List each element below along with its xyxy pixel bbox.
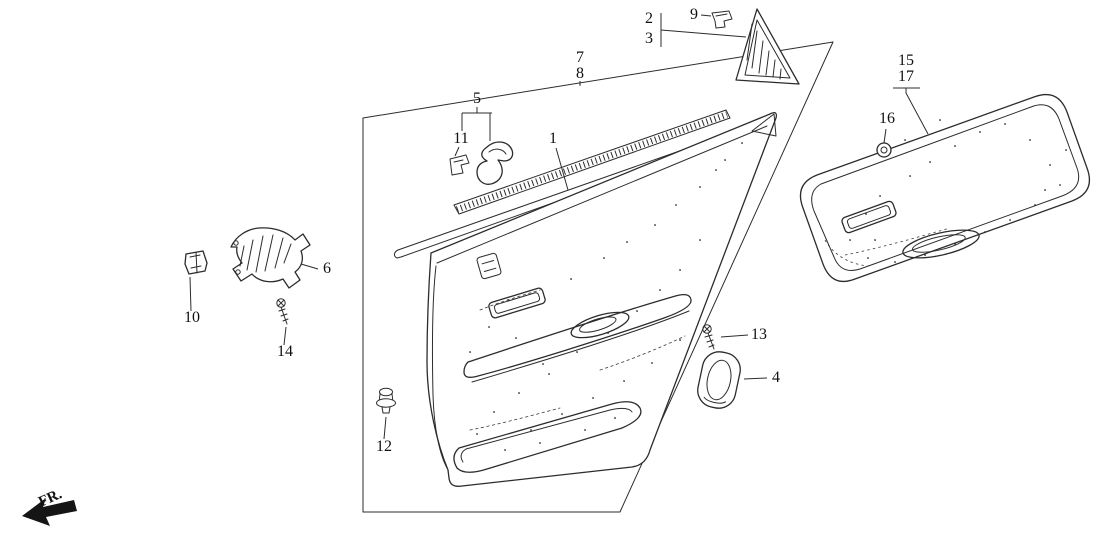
view-boundary bbox=[362, 41, 834, 513]
part-label-13: 13 bbox=[751, 326, 767, 343]
quarter-speckles bbox=[849, 119, 1067, 263]
part-label-16: 16 bbox=[879, 110, 895, 127]
leader-lines bbox=[189, 13, 929, 440]
part-label-10: 10 bbox=[184, 309, 200, 326]
part-label-9: 9 bbox=[690, 6, 698, 23]
panel-speckles bbox=[469, 142, 743, 451]
quarter-pocket bbox=[902, 229, 980, 259]
door-pocket bbox=[453, 401, 642, 473]
grommet-16 bbox=[876, 142, 892, 158]
part-label-11: 11 bbox=[453, 130, 468, 147]
weatherstrip-7-8 bbox=[394, 109, 731, 259]
corner-trim-2-3 bbox=[735, 8, 800, 85]
part-label-2: 2 bbox=[645, 10, 653, 27]
bracket-6 bbox=[230, 227, 311, 289]
part-label-5: 5 bbox=[473, 90, 481, 107]
door-lining-panel bbox=[426, 112, 778, 487]
armrest bbox=[463, 293, 692, 378]
screw-13 bbox=[702, 324, 715, 350]
part-label-6: 6 bbox=[323, 260, 331, 277]
part-label-15: 15 bbox=[898, 52, 914, 69]
fr-direction: FR. bbox=[22, 486, 77, 526]
clip-10 bbox=[184, 250, 208, 275]
screw-14 bbox=[276, 298, 289, 325]
part-label-3: 3 bbox=[645, 30, 653, 47]
panel-clip-detail bbox=[476, 252, 502, 280]
part-labels: 1 2 3 4 5 6 7 8 9 10 11 12 13 14 15 16 1… bbox=[184, 6, 914, 455]
pocket-4 bbox=[697, 351, 741, 409]
part-label-1: 1 bbox=[549, 130, 557, 147]
quarter-lining-panel-15-17 bbox=[799, 93, 1091, 283]
switch-blank bbox=[488, 287, 546, 319]
part-label-4: 4 bbox=[772, 369, 780, 386]
part-label-17: 17 bbox=[898, 68, 914, 85]
fastener-12 bbox=[376, 387, 396, 414]
clip-9 bbox=[711, 10, 733, 29]
fr-arrow-icon bbox=[22, 498, 77, 526]
part-label-12: 12 bbox=[376, 438, 392, 455]
corner-patch bbox=[751, 113, 777, 137]
pull-cup bbox=[570, 311, 630, 339]
part-label-8: 8 bbox=[576, 65, 584, 82]
quarter-switch-blank bbox=[841, 200, 897, 234]
part-label-14: 14 bbox=[277, 343, 293, 360]
part-label-7: 7 bbox=[576, 49, 584, 66]
clip-11 bbox=[449, 154, 470, 176]
retainer-5 bbox=[476, 141, 514, 185]
